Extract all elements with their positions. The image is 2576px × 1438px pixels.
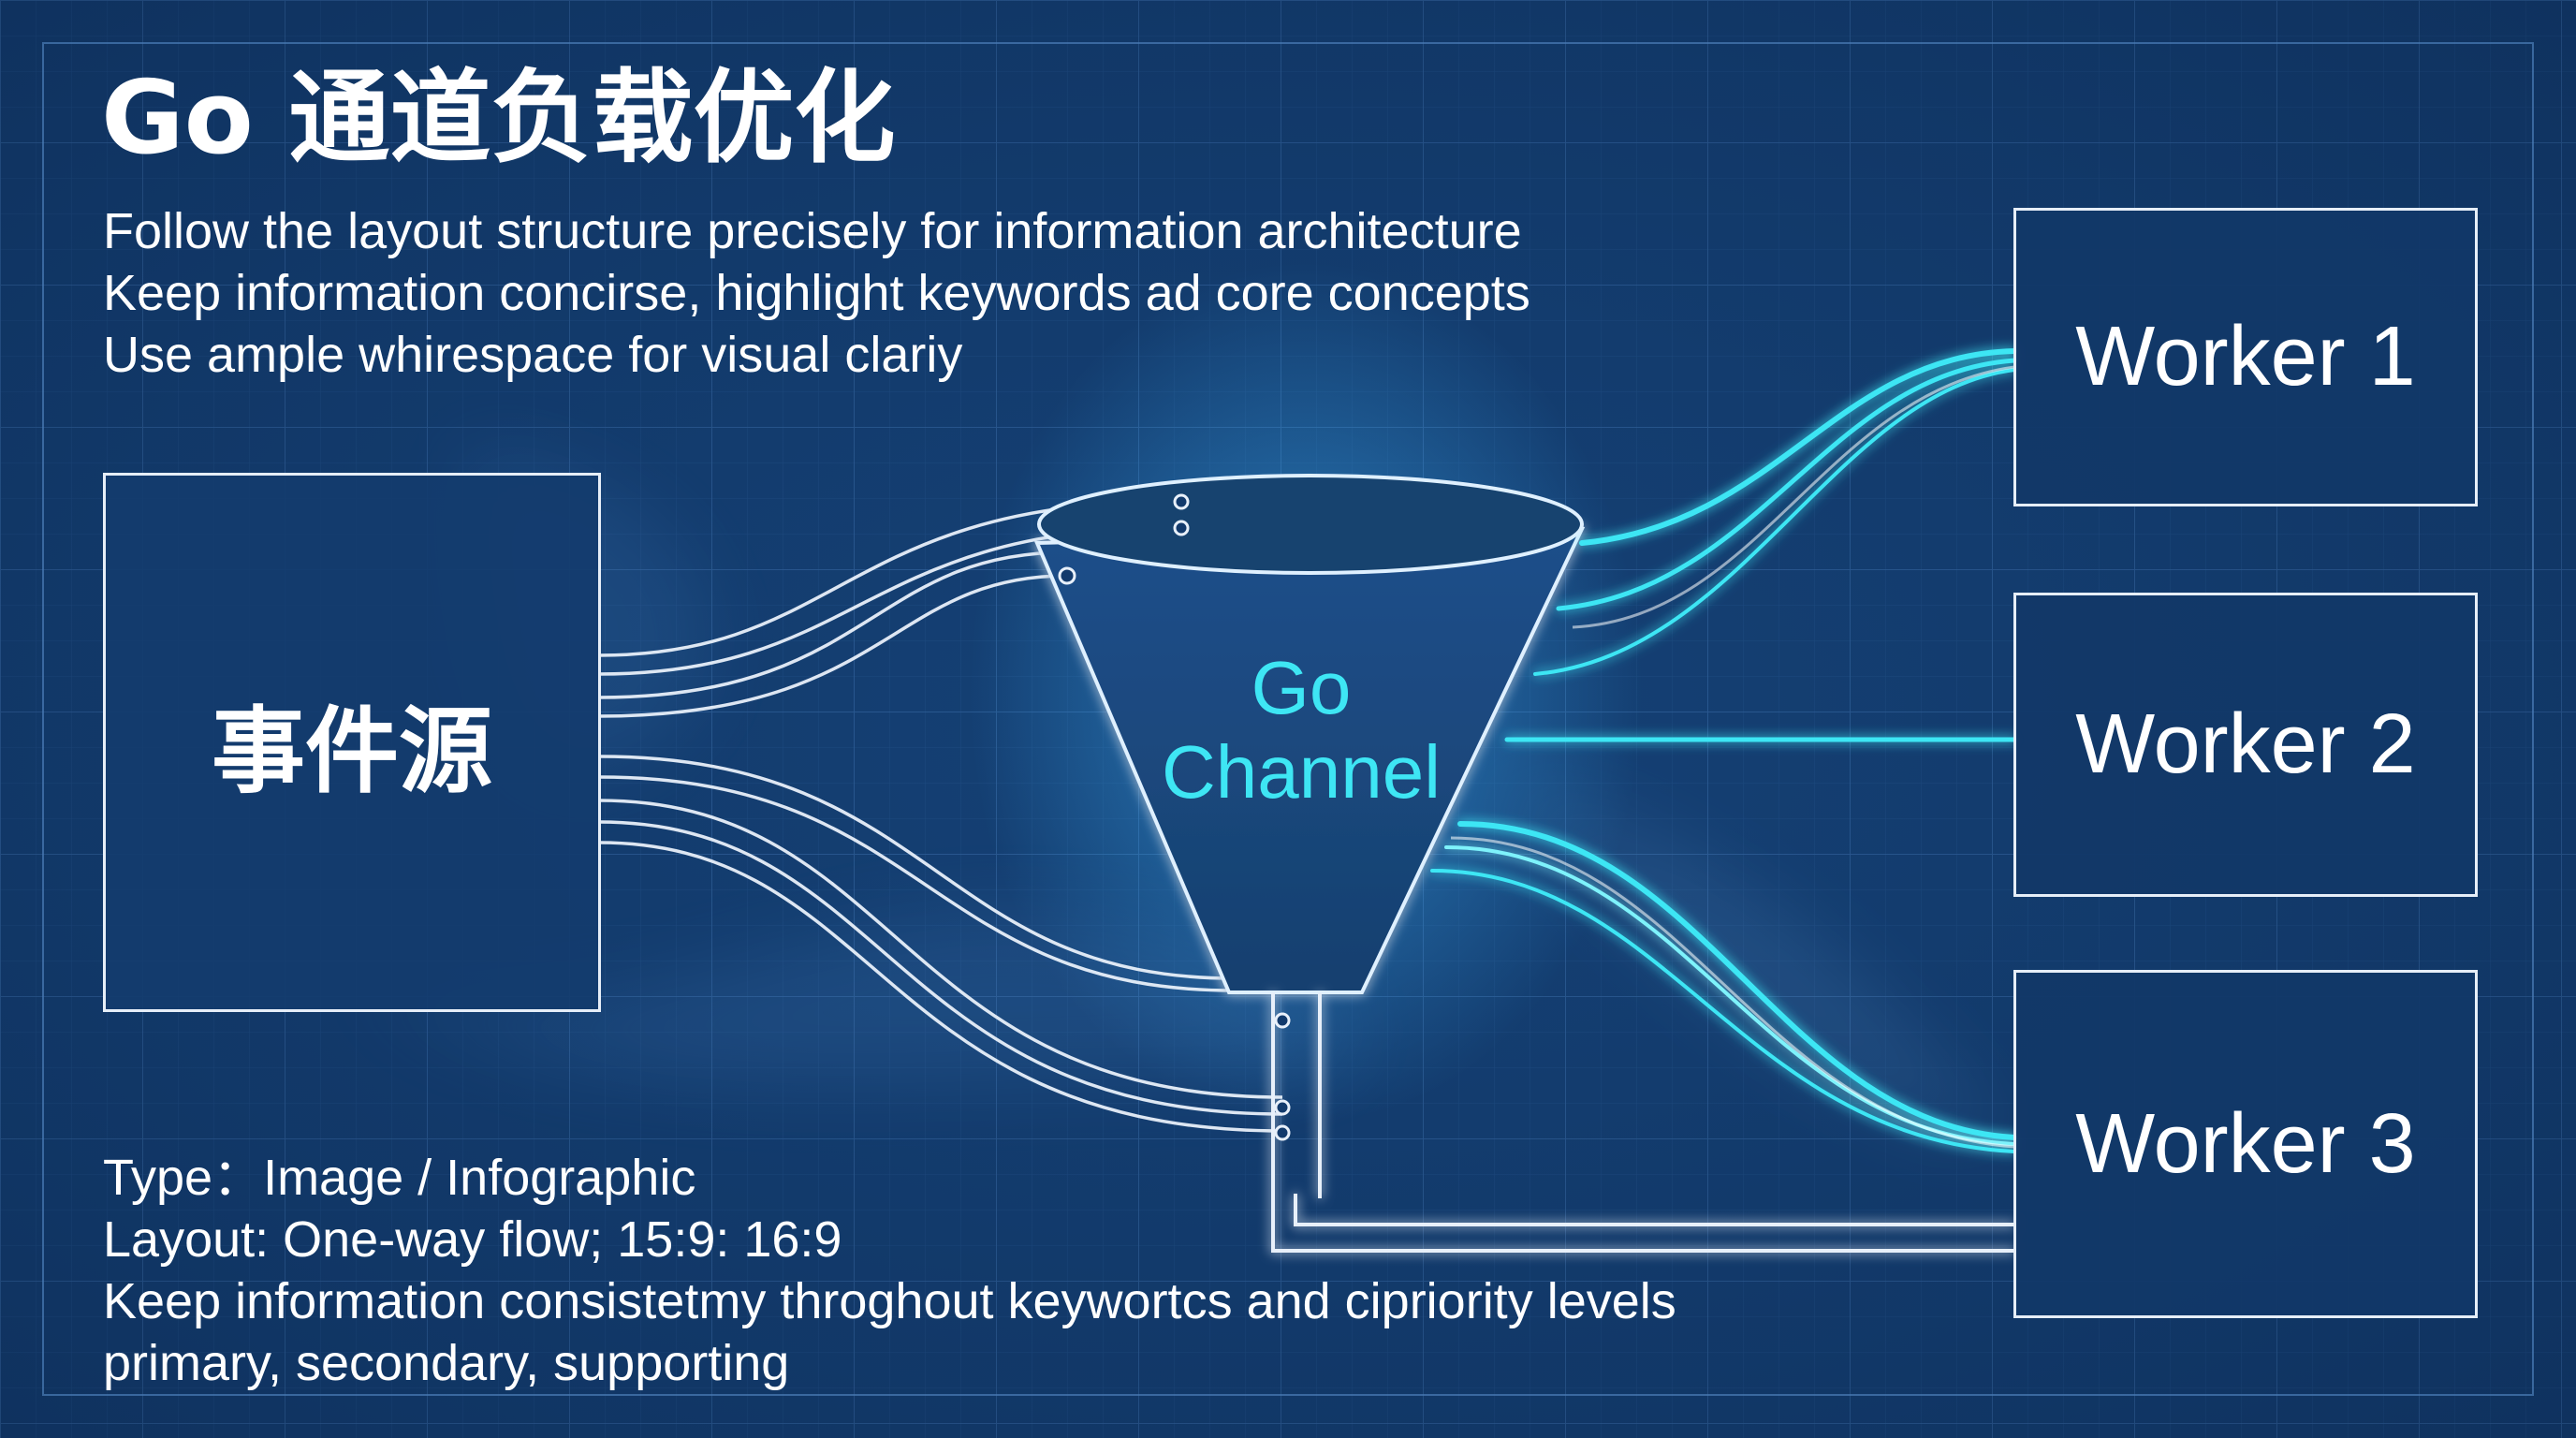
- worker-box-1: Worker 1: [2013, 208, 2478, 506]
- description-line: Keep information concirse, highlight key…: [103, 265, 1530, 321]
- event-source-box: 事件源: [103, 473, 601, 1012]
- meta-line: Type：Image / Infographic: [103, 1150, 696, 1206]
- worker-label-2: Worker 2: [2075, 697, 2416, 791]
- meta-line: primary, secondary, supporting: [103, 1335, 790, 1391]
- worker-box-2: Worker 2: [2013, 593, 2478, 897]
- worker-box-3: Worker 3: [2013, 970, 2478, 1318]
- description-block: Follow the layout structure precisely fo…: [103, 200, 1530, 386]
- worker-label-1: Worker 1: [2075, 310, 2416, 404]
- meta-line: Layout: One-way flow; 15:9: 16:9: [103, 1211, 842, 1268]
- go-channel-funnel-label: Go Channel: [1114, 646, 1488, 814]
- meta-line: Keep information consistetmy throghout k…: [103, 1273, 1676, 1329]
- meta-notes-block: Type：Image / Infographic Layout: One-way…: [103, 1147, 1676, 1394]
- worker-label-3: Worker 3: [2075, 1096, 2416, 1191]
- description-line: Use ample whirespace for visual clariy: [103, 327, 963, 383]
- page-title: Go 通道负载优化: [101, 60, 896, 177]
- description-line: Follow the layout structure precisely fo…: [103, 203, 1522, 259]
- event-source-label: 事件源: [212, 696, 492, 806]
- channel-label-line-1: Go: [1251, 646, 1352, 729]
- channel-label-line-2: Channel: [1161, 730, 1441, 814]
